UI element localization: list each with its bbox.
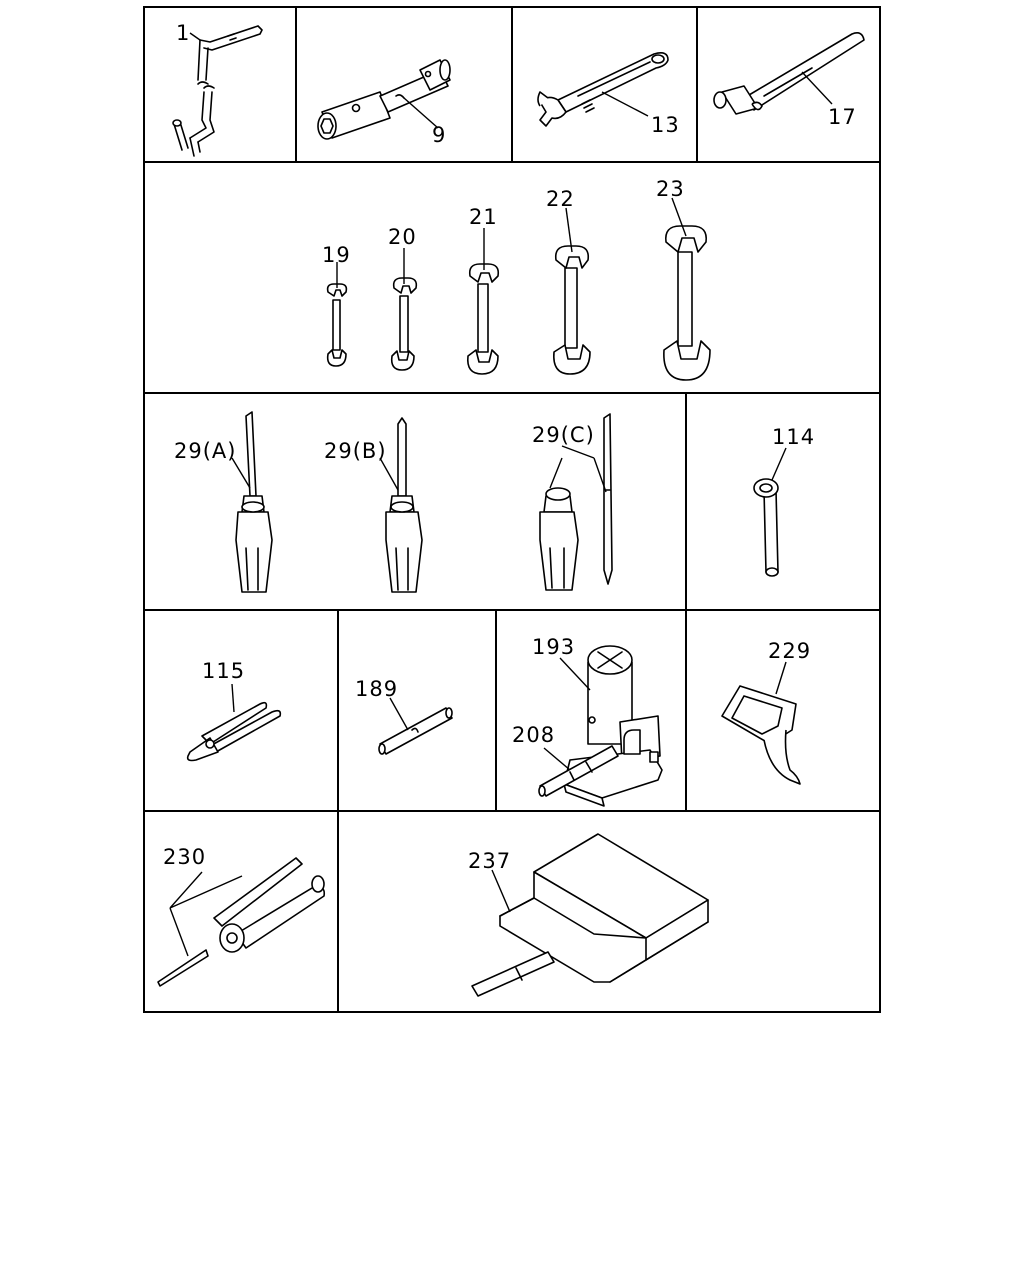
callout-9: 9 [432,123,446,147]
callout-115: 115 [202,659,245,683]
leader-237 [491,869,511,913]
callout-229: 229 [768,639,811,663]
leader-229 [775,661,787,695]
callout-20: 20 [388,225,417,249]
part-189-extension-bar [378,707,453,755]
leader-208 [543,747,571,771]
leader-189 [389,697,409,731]
callout-1: 1 [176,21,190,45]
leader-9 [403,97,439,129]
leader-22 [565,207,573,253]
leader-114 [771,447,787,481]
callout-22: 22 [546,187,575,211]
leader-29c [549,445,607,493]
callout-23: 23 [656,177,685,201]
callout-230: 230 [163,845,206,869]
leader-230 [169,871,243,957]
part-114-box-wrench [753,478,779,577]
leader-17 [801,71,833,105]
callout-29a: 29(A) [174,439,236,463]
leader-13 [601,91,649,117]
part-1-wheel-nut-wrench [172,25,263,157]
part-23-spanner [663,225,711,381]
callout-189: 189 [355,677,398,701]
callout-29c: 29(C) [532,423,595,447]
leader-29a [231,457,251,489]
leader-23 [671,197,687,237]
callout-193: 193 [532,635,575,659]
part-17-hammer [713,32,865,115]
callout-17: 17 [828,105,857,129]
leader-115 [231,683,235,713]
leader-29b [379,457,399,491]
part-9-socket-wrench [317,59,451,140]
part-19-spanner [326,283,348,367]
part-20-spanner [390,277,418,371]
callout-13: 13 [651,113,680,137]
callout-29b: 29(B) [324,439,387,463]
leader-193 [559,657,591,691]
part-208-jack-handle [538,745,619,797]
part-22-spanner [553,245,591,375]
diagram-grid [143,6,881,1013]
callout-237: 237 [468,849,511,873]
part-230-grease-gun [157,857,326,987]
part-237-tool-bag [471,833,709,997]
callout-114: 114 [772,425,815,449]
part-193-hydraulic-jack [563,645,663,807]
callout-208: 208 [512,723,555,747]
callout-19: 19 [322,243,351,267]
callout-21: 21 [469,205,498,229]
part-29c-screwdriver-blade [603,413,613,585]
leader-1 [189,32,201,41]
part-13-adjustable-wrench [537,52,669,127]
part-29c-screwdriver-handle [539,487,579,591]
part-21-spanner [466,263,500,375]
part-29a-screwdriver [235,411,273,593]
part-29b-screwdriver [385,417,423,593]
part-115-pliers [186,701,282,762]
part-229-grip [721,685,801,785]
